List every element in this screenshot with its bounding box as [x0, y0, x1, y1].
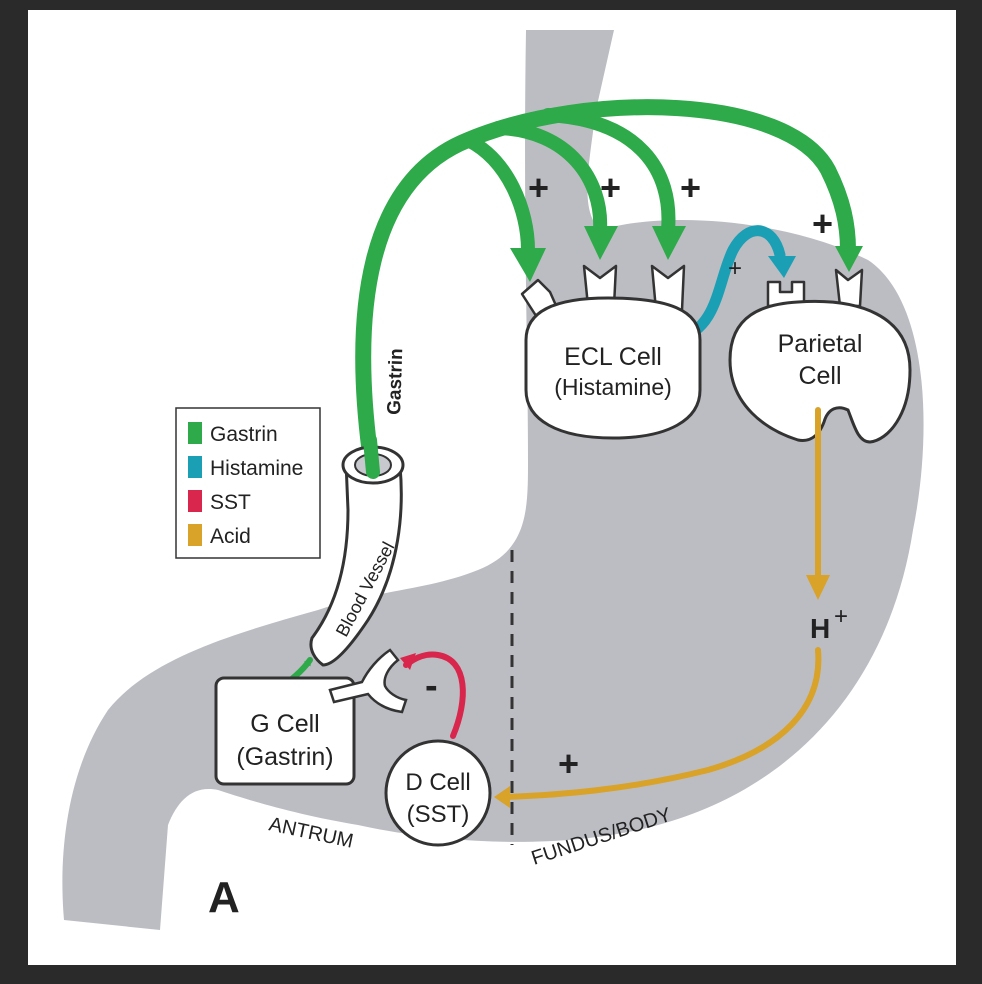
legend-label-gastrin: Gastrin — [210, 423, 278, 446]
parietal-cell-name-2: Cell — [798, 362, 841, 390]
h-ion-charge: + — [834, 603, 848, 630]
legend-label-acid: Acid — [210, 525, 251, 548]
gastrin-arrowhead-1 — [510, 248, 546, 282]
g-cell-secretion: (Gastrin) — [236, 743, 333, 771]
sst-arc — [403, 651, 466, 739]
gastrin-arc-2 — [491, 121, 608, 237]
acid-line-return — [503, 647, 822, 800]
legend-label-sst: SST — [210, 491, 251, 514]
g-cell — [214, 676, 356, 786]
gastrin-arrowhead-2 — [584, 226, 618, 260]
d-cell-name: D Cell — [405, 769, 470, 796]
gastrin-receptor-parietal — [834, 268, 864, 308]
ecl-cell — [524, 296, 702, 440]
d-cell — [384, 739, 492, 847]
blood-vessel — [309, 460, 403, 667]
gastrin-arrowhead-4 — [835, 246, 863, 272]
d-cell-secretion: (SST) — [407, 801, 470, 828]
sign-ecl-2: + — [600, 167, 621, 208]
sign-sst-inhibition: - — [425, 665, 438, 707]
acid-arrowhead-down — [806, 575, 830, 600]
sign-parietal-gastrin: + — [812, 203, 833, 244]
legend-swatch-acid — [188, 524, 202, 546]
panel-letter: A — [208, 873, 240, 922]
stomach-lumen — [368, 140, 511, 550]
parietal-cell-name: Parietal — [778, 330, 863, 358]
sst-arrowhead — [400, 653, 416, 670]
gastrin-arc-1 — [461, 133, 535, 257]
gastrin-entry — [363, 433, 380, 479]
ecl-cell-secretion: (Histamine) — [554, 374, 672, 400]
acid-arrowhead-left — [494, 786, 510, 808]
gastrin-path-label: Gastrin — [384, 348, 407, 415]
legend-swatch-sst — [188, 490, 202, 512]
h-ion-label: H — [810, 613, 830, 644]
sst-receptor — [328, 648, 408, 714]
sign-acid-feedback: + — [558, 743, 579, 784]
gastrin-arc-3 — [541, 108, 676, 237]
sign-ecl-1: + — [528, 167, 549, 208]
legend-swatch-gastrin — [188, 422, 202, 444]
sign-ecl-3: + — [680, 167, 701, 208]
parietal-cell — [728, 299, 912, 444]
histamine-arrowhead — [768, 256, 796, 278]
histamine-arc — [672, 225, 786, 344]
ecl-cell-name: ECL Cell — [564, 343, 662, 371]
gastrin-arrowhead-3 — [652, 226, 686, 260]
g-cell-name: G Cell — [250, 710, 319, 738]
legend-swatch-histamine — [188, 456, 202, 478]
sign-histamine: + — [728, 255, 742, 282]
legend-label-histamine: Histamine — [210, 457, 303, 480]
